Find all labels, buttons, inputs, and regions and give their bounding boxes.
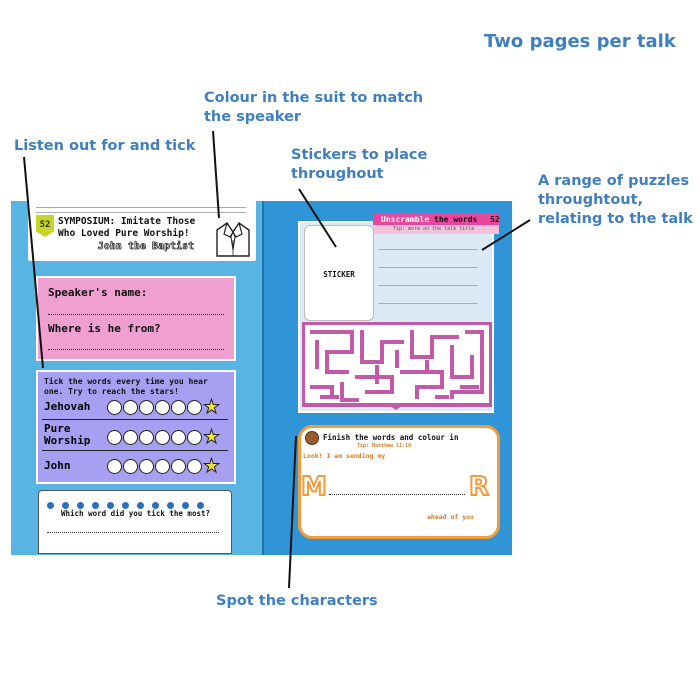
answer-line[interactable] bbox=[378, 267, 478, 268]
unscramble-title: Unscramble the words bbox=[381, 215, 477, 224]
callout-colour-suit: Colour in the suit to match the speaker bbox=[204, 89, 423, 127]
answer-line[interactable] bbox=[378, 303, 478, 304]
tick-row-label-line2: Worship bbox=[44, 434, 91, 447]
tick-row-john: John ★ bbox=[38, 455, 234, 477]
unscramble-header: Unscramble the words Tip: more on the ta… bbox=[373, 214, 499, 234]
callout-listen-tick: Listen out for and tick bbox=[14, 138, 196, 154]
callout-stickers: Stickers to place throughout bbox=[291, 146, 427, 184]
tick-row-jehovah: Jehovah ★ bbox=[38, 396, 234, 418]
finish-line1: Look! I am sending my bbox=[303, 452, 386, 460]
tick-circle[interactable] bbox=[187, 400, 202, 416]
callout-colour-suit-line2: the speaker bbox=[204, 109, 302, 125]
page-number: 52 bbox=[39, 220, 51, 230]
finish-title: Finish the words and colour in bbox=[323, 433, 459, 442]
tick-instructions: Tick the words every time you hear one. … bbox=[44, 377, 208, 397]
tick-circle[interactable] bbox=[107, 430, 122, 446]
tick-circle[interactable] bbox=[123, 400, 138, 416]
tick-row-label: Pure Worship bbox=[44, 423, 90, 447]
tick-circles: ★ bbox=[107, 396, 221, 418]
callout-puzzles-line1: A range of puzzles bbox=[538, 173, 690, 189]
suit-icon bbox=[213, 220, 253, 258]
finish-letter-left[interactable]: M bbox=[300, 472, 328, 502]
callout-puzzles: A range of puzzles throughtout, relating… bbox=[538, 172, 693, 229]
tick-circles: ★ bbox=[107, 455, 221, 477]
callout-puzzles-line3: relating to the talk bbox=[538, 211, 693, 227]
sticker-label: STICKER bbox=[323, 270, 355, 279]
speaker-from-field[interactable] bbox=[48, 349, 224, 350]
left-page: 52 SYMPOSIUM: Imitate Those Who Loved Pu… bbox=[11, 201, 262, 555]
tick-row-label: John bbox=[44, 459, 71, 472]
most-ticked-question: Which word did you tick the most? bbox=[61, 509, 211, 518]
answer-line[interactable] bbox=[378, 249, 478, 250]
star-icon: ★ bbox=[202, 455, 221, 477]
tick-circle[interactable] bbox=[123, 430, 138, 446]
unscramble-word1: Unscramble bbox=[381, 215, 430, 224]
callout-spot-characters: Spot the characters bbox=[216, 593, 378, 609]
notepad-holes bbox=[47, 496, 212, 514]
finish-words-panel: Finish the words and colour in Tip: Matt… bbox=[298, 425, 500, 539]
tick-circle[interactable] bbox=[107, 459, 122, 475]
tick-instructions-line2: one. Try to reach the stars! bbox=[44, 387, 179, 396]
finish-answer-field[interactable] bbox=[329, 494, 465, 495]
tick-circle[interactable] bbox=[139, 459, 154, 475]
unscramble-word2: the words bbox=[434, 215, 478, 224]
tick-circle[interactable] bbox=[139, 400, 154, 416]
tick-instructions-line1: Tick the words every time you hear bbox=[44, 377, 208, 386]
tick-circle[interactable] bbox=[171, 400, 186, 416]
star-icon: ★ bbox=[202, 396, 221, 418]
answer-line[interactable] bbox=[378, 285, 478, 286]
tick-circle[interactable] bbox=[187, 459, 202, 475]
tick-box: Tick the words every time you hear one. … bbox=[36, 370, 236, 484]
unscramble-lines bbox=[378, 237, 484, 319]
tick-row-label-line1: Pure bbox=[44, 422, 71, 435]
callout-stickers-line1: Stickers to place bbox=[291, 147, 428, 163]
sticker-box: STICKER bbox=[304, 225, 374, 321]
tick-circle[interactable] bbox=[155, 430, 170, 446]
speaker-name-field[interactable] bbox=[48, 314, 224, 315]
tick-row-label: Jehovah bbox=[44, 400, 91, 413]
right-page-number: 52 bbox=[490, 215, 500, 224]
character-icon bbox=[305, 431, 319, 445]
star-icon: ★ bbox=[202, 426, 221, 448]
tick-circle[interactable] bbox=[139, 430, 154, 446]
finish-ref: Tip: Matthew 11:10 bbox=[357, 443, 412, 449]
most-ticked-answer-field[interactable] bbox=[47, 532, 219, 533]
finish-letter-right[interactable]: R bbox=[468, 472, 490, 502]
symposium-title-line1: SYMPOSIUM: Imitate Those bbox=[58, 216, 196, 227]
callout-puzzles-line2: throughtout, bbox=[538, 192, 644, 208]
speaker-box: Speaker's name: Where is he from? bbox=[36, 276, 236, 361]
tick-circles: ★ bbox=[107, 426, 221, 448]
speaker-from-label: Where is he from? bbox=[48, 322, 161, 335]
right-page: Unscramble the words Tip: more on the ta… bbox=[262, 201, 512, 555]
speaker-name-label: Speaker's name: bbox=[48, 286, 148, 299]
tick-circle[interactable] bbox=[171, 459, 186, 475]
page-number-badge: 52 bbox=[36, 215, 54, 237]
symposium-title-line2: Who Loved Pure Worship! bbox=[58, 228, 190, 239]
callout-colour-suit-line1: Colour in the suit to match bbox=[204, 90, 424, 106]
tick-circle[interactable] bbox=[155, 459, 170, 475]
tick-circle[interactable] bbox=[187, 430, 202, 446]
symposium-subtitle: John the Baptist bbox=[98, 241, 195, 253]
unscramble-hint: Tip: more on the talk title bbox=[393, 226, 475, 232]
tick-circle[interactable] bbox=[155, 400, 170, 416]
tick-circle[interactable] bbox=[171, 430, 186, 446]
tick-circle[interactable] bbox=[107, 400, 122, 416]
finish-tail: ahead of you bbox=[427, 513, 474, 521]
maze-puzzle[interactable] bbox=[301, 321, 493, 410]
header-title: Two pages per talk bbox=[484, 31, 676, 52]
symposium-panel: 52 SYMPOSIUM: Imitate Those Who Loved Pu… bbox=[28, 201, 256, 261]
notepad-box: Which word did you tick the most? bbox=[38, 490, 232, 554]
tick-circle[interactable] bbox=[123, 459, 138, 475]
symposium-title: SYMPOSIUM: Imitate Those Who Loved Pure … bbox=[58, 216, 195, 240]
tick-row-pure-worship: Pure Worship ★ bbox=[38, 422, 234, 448]
callout-stickers-line2: throughout bbox=[291, 166, 384, 182]
